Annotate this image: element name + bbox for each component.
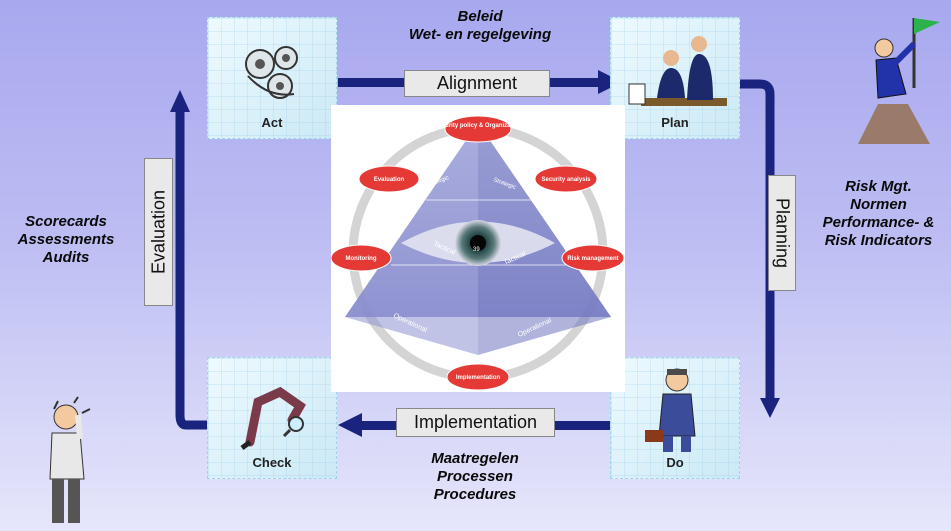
inspector-icon [240,386,306,450]
climber-with-flag-icon [858,18,940,144]
planning-text: Planning [772,197,793,269]
mechanic-icon [645,368,696,452]
node-evaluation: Evaluation [358,165,420,193]
evaluation-label: Evaluation [144,158,173,306]
node-implementation: Implementation [446,363,510,391]
annotation-right-line: Performance- & [822,214,935,231]
annotation-top-line: Beleid [457,8,503,25]
security-model-diagram: Strategic Strategic Tactical Tactical Op… [330,105,625,392]
check-label: Check [252,455,292,470]
annotation-right-line: Risk Indicators [824,232,933,249]
node-security-policy-text: Security policy & Organization [434,123,521,129]
node-risk-management: Risk management [561,244,625,272]
business-meeting-icon [628,36,727,106]
annotation-top: Beleid Wet- en regelgeving [370,8,590,44]
node-monitoring-text: Monitoring [346,256,377,262]
confused-man-icon [49,396,91,523]
node-evaluation-text: Evaluation [374,177,405,183]
annotation-left-line: Assessments [17,231,115,248]
plan-label: Plan [661,115,689,130]
planning-label: Planning [768,175,796,291]
evaluation-text: Evaluation [148,189,168,275]
implementation-label: Implementation [396,408,555,437]
annotation-right-line: Normen [850,196,907,213]
gears-icon [245,46,298,99]
check-box: Check [207,357,337,479]
node-monitoring: Monitoring [330,244,392,272]
alignment-label: Alignment [404,70,550,97]
annotation-right: Risk Mgt. Normen Performance- & Risk Ind… [806,178,951,250]
node-security-analysis-text: Security analysis [541,177,591,183]
act-box: Act [207,17,337,139]
annotation-right-line: Risk Mgt. [845,178,912,195]
annotation-bottom-line: Procedures [433,486,517,503]
apex-number-text: 39 [473,247,480,253]
plan-box: Plan [610,17,740,139]
act-label: Act [261,115,283,130]
do-label: Do [666,455,684,470]
annotation-left: Scorecards Assessments Audits [6,213,126,267]
node-security-analysis: Security analysis [534,165,598,193]
annotation-top-line: Wet- en regelgeving [408,26,552,43]
annotation-bottom: Maatregelen Processen Procedures [400,450,550,504]
annotation-bottom-line: Maatregelen [431,450,519,467]
annotation-left-line: Audits [42,249,90,266]
node-security-policy: Security policy & Organization [434,115,522,143]
annotation-left-line: Scorecards [25,213,107,230]
node-risk-management-text: Risk management [567,256,618,262]
do-box: Do [610,357,740,479]
node-implementation-text: Implementation [456,375,501,381]
annotation-bottom-line: Processen [437,468,513,485]
security-model-svg: Strategic Strategic Tactical Tactical Op… [330,115,625,391]
